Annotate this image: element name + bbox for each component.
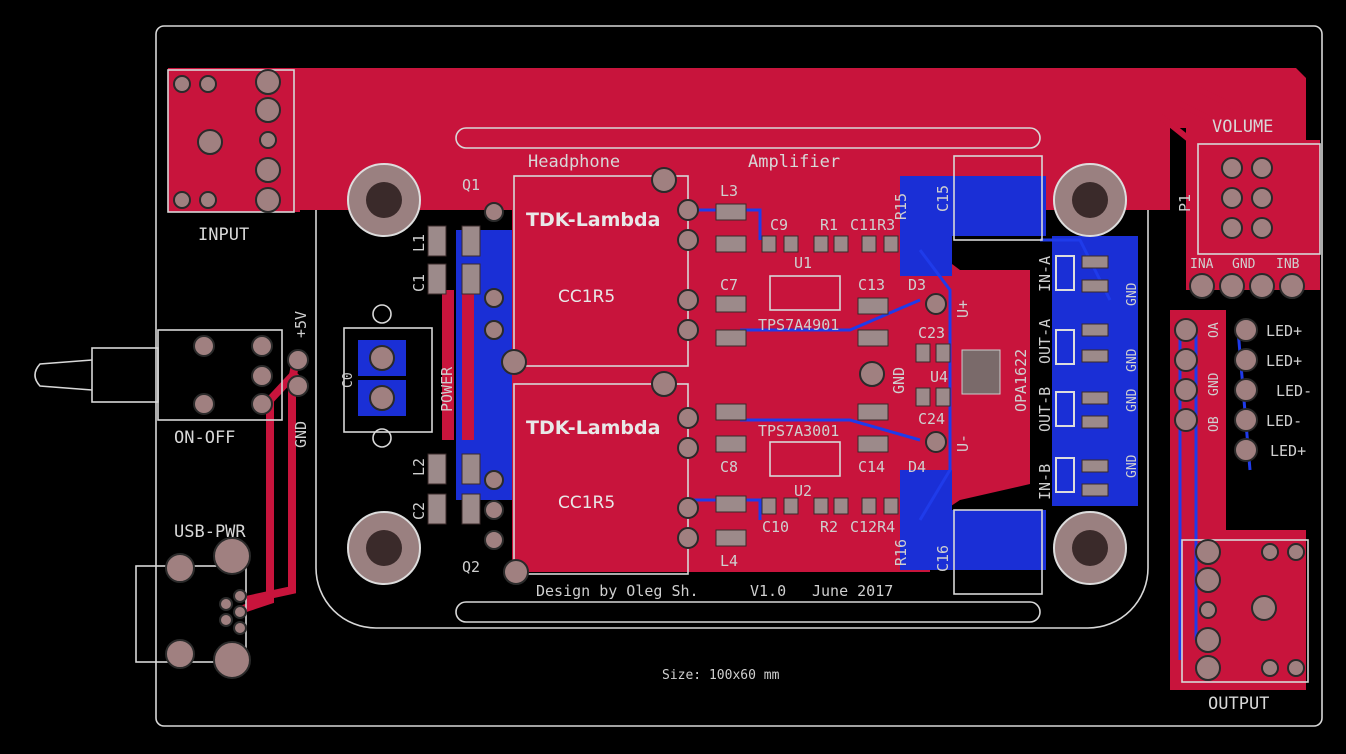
label-r15: R15 (892, 193, 910, 220)
label-gnd-1: GND (1125, 282, 1140, 306)
usb-label: USB-PWR (174, 522, 246, 542)
label-led-5: LED+ (1270, 442, 1306, 460)
label-reg1: TPS7A4901 (758, 316, 839, 334)
output-headers (1174, 318, 1258, 462)
power-label: POWER (438, 366, 456, 412)
mounting-holes (347, 163, 1127, 585)
inb-label: INB (1276, 257, 1300, 272)
right-connector-pads (1055, 255, 1109, 497)
label-gnd-4: GND (1125, 454, 1140, 478)
credit-text: Design by Oleg Sh. (536, 582, 699, 600)
module-top-brand: TDK-Lambda (526, 209, 660, 231)
label-c1: C1 (410, 274, 428, 292)
volume-pot (1189, 143, 1321, 299)
label-led-4: LED- (1266, 412, 1302, 430)
usb-connector (135, 537, 251, 679)
module-bottom-outline (513, 383, 689, 575)
label-u-plus: U+ (954, 300, 972, 318)
bottom-copper-u (950, 176, 1046, 236)
label-r1: R1 (820, 216, 838, 234)
module-top-outline (513, 175, 689, 367)
label-r16: R16 (892, 539, 910, 566)
label-c13: C13 (858, 276, 885, 294)
ina-label: INA (1190, 257, 1214, 272)
bottom-copper-u2 (950, 510, 1046, 570)
label-c16: C16 (934, 545, 952, 572)
bottom-copper-d4 (900, 470, 952, 570)
power-terminal (343, 304, 433, 448)
label-c8: C8 (720, 458, 738, 476)
on-off-label: ON-OFF (174, 428, 235, 448)
label-reg2: TPS7A3001 (758, 422, 839, 440)
label-u-minus: U- (954, 434, 972, 452)
slot-top (455, 127, 1041, 149)
label-led-3: LED- (1276, 382, 1312, 400)
label-d3: D3 (908, 276, 926, 294)
label-out-b: OUT-B (1036, 387, 1054, 432)
board-title: Headphone (528, 152, 620, 172)
module-bottom-brand: TDK-Lambda (526, 417, 660, 439)
label-u4: U4 (930, 368, 948, 386)
label-gnd-3: GND (1125, 388, 1140, 412)
label-l1: L1 (410, 234, 428, 252)
label-r2: R2 (820, 518, 838, 536)
label-led-1: LED+ (1266, 322, 1302, 340)
label-gnd-2: GND (1125, 348, 1140, 372)
label-l2: L2 (410, 458, 428, 476)
label-q1: Q1 (462, 176, 480, 194)
module-top-model: CC1R5 (558, 287, 615, 307)
size-text: Size: 100x60 mm (662, 668, 780, 683)
label-in-a: IN-A (1036, 256, 1054, 292)
label-led-2: LED+ (1266, 352, 1302, 370)
date-text: June 2017 (812, 582, 893, 600)
label-in-b: IN-B (1036, 464, 1054, 500)
label-c9: C9 (770, 216, 788, 234)
label-q2: Q2 (462, 558, 480, 576)
volume-label: VOLUME (1212, 117, 1273, 137)
label-opamp: OPA1622 (1012, 349, 1030, 412)
output-label: OUTPUT (1208, 694, 1269, 714)
label-c15: C15 (934, 185, 952, 212)
board-subtitle: Amplifier (748, 152, 840, 172)
ob-label: OB (1207, 416, 1222, 432)
input-jack (167, 69, 295, 213)
label-l4: L4 (720, 552, 738, 570)
module-bottom-model: CC1R5 (558, 493, 615, 513)
slot-bottom (455, 601, 1041, 623)
cap-c16-outline (953, 509, 1043, 595)
c0-label: C0 (341, 372, 356, 388)
version-text: V1.0 (750, 582, 786, 600)
label-c11r3: C11R3 (850, 216, 895, 234)
power-switch (34, 329, 309, 421)
label-d4: D4 (908, 458, 926, 476)
label-c14: C14 (858, 458, 885, 476)
plus5v-label: +5V (292, 311, 310, 338)
output-jack (1181, 539, 1309, 683)
label-c7: C7 (720, 276, 738, 294)
label-c24: C24 (918, 410, 945, 428)
label-gnd-mid: GND (890, 367, 908, 394)
gnd-p1-label: GND (1232, 257, 1256, 272)
label-c10: C10 (762, 518, 789, 536)
label-u2: U2 (794, 482, 812, 500)
label-c2: C2 (410, 502, 428, 520)
gnd-out-label: GND (1207, 372, 1222, 396)
label-l3: L3 (720, 182, 738, 200)
input-label: INPUT (198, 225, 249, 245)
smd-pads (427, 203, 1001, 547)
label-c23: C23 (918, 324, 945, 342)
label-out-a: OUT-A (1036, 319, 1054, 364)
p1-label: P1 (1176, 194, 1194, 212)
red-traces (238, 87, 1243, 614)
label-c12r4: C12R4 (850, 518, 895, 536)
cap-c15-outline (953, 155, 1043, 241)
label-u1: U1 (794, 254, 812, 272)
module-pads (484, 167, 947, 585)
output-copper (1170, 310, 1306, 690)
gnd-left-label: GND (292, 421, 310, 448)
board-outline (155, 25, 1323, 727)
oa-label: OA (1207, 322, 1222, 338)
